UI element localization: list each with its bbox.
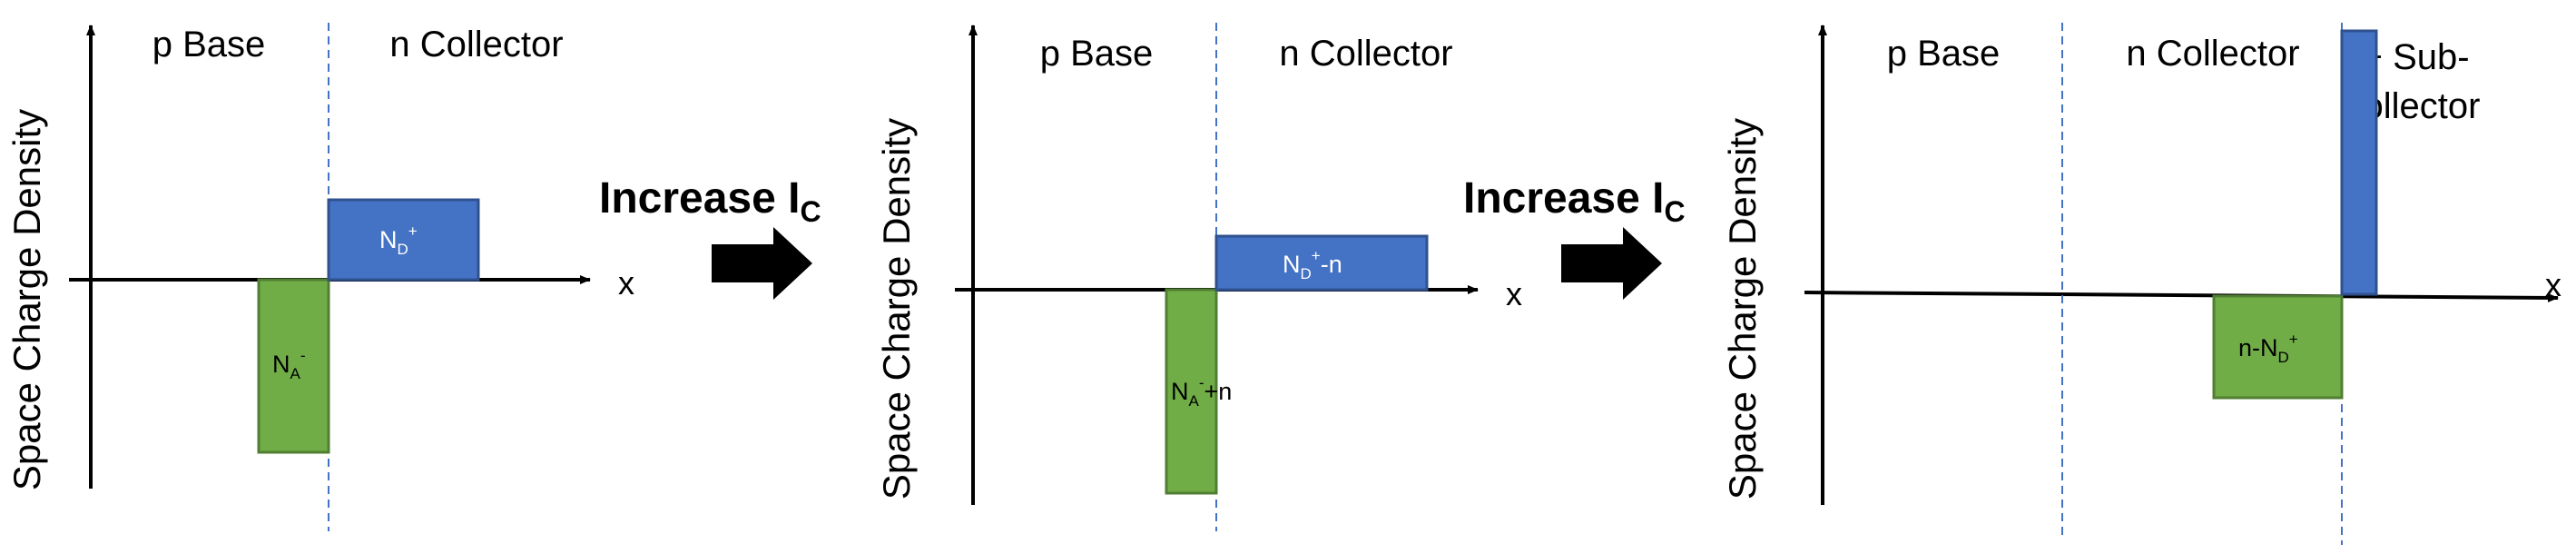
acceptor-charge-block xyxy=(1165,288,1218,495)
electron-charge-label: n-ND+ xyxy=(2238,331,2298,366)
donor-charge-block xyxy=(327,198,480,282)
right-arrow-icon xyxy=(712,227,812,300)
panel-3: Space Charge Density x p Base n Collecto… xyxy=(1721,23,2561,545)
donor-charge-label: ND+ xyxy=(379,223,418,258)
transition-2: Increase IC xyxy=(1463,174,1686,300)
transition-1: Increase IC xyxy=(599,174,821,300)
acceptor-charge-label: NA-+n xyxy=(1171,374,1232,410)
y-axis-label: Space Charge Density xyxy=(875,118,918,500)
right-arrow-icon xyxy=(1561,227,1662,300)
x-axis-label: x xyxy=(2545,266,2561,303)
panel-2: Space Charge Density x p Base n Collecto… xyxy=(875,23,1522,531)
region-label-p-base: p Base xyxy=(1887,34,2001,74)
x-axis-label: x xyxy=(1506,275,1522,312)
x-axis xyxy=(1804,291,2559,302)
acceptor-charge-label: NA- xyxy=(272,347,306,382)
increase-ic-label: Increase IC xyxy=(1463,174,1686,228)
y-axis-label: Space Charge Density xyxy=(1721,118,1764,500)
y-axis-label: Space Charge Density xyxy=(5,109,48,490)
panel-1: Space Charge Density x p Base n Collecto… xyxy=(5,23,634,531)
region-label-n-collector: n Collector xyxy=(2126,34,2299,74)
region-label-p-base: p Base xyxy=(152,25,266,64)
subcollector-charge-block xyxy=(2340,29,2378,296)
region-label-n-collector: n Collector xyxy=(1279,34,1452,74)
region-label-p-base: p Base xyxy=(1040,34,1154,74)
acceptor-charge-block xyxy=(257,278,330,454)
donor-charge-block xyxy=(1214,234,1429,292)
donor-charge-label: ND+-n xyxy=(1283,247,1342,282)
x-axis-label: x xyxy=(618,264,634,302)
increase-ic-label: Increase IC xyxy=(599,174,821,228)
electron-charge-block xyxy=(2212,294,2344,400)
region-label-n-collector: n Collector xyxy=(389,25,563,64)
